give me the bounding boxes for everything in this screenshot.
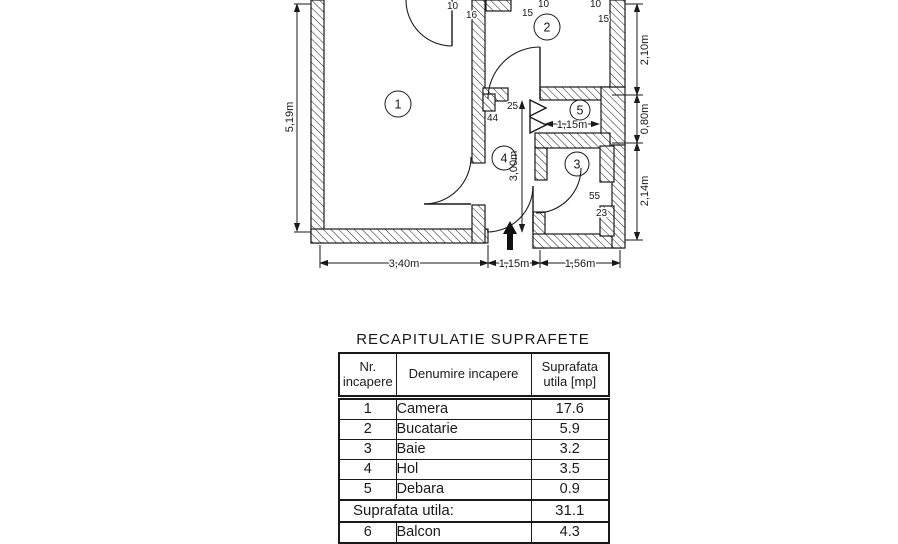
total-label: Suprafata utila: [338, 499, 532, 523]
folding-door-debara-1 [529, 98, 548, 118]
wall-mark: 55 [589, 191, 601, 202]
wall-right-lower [611, 144, 626, 249]
header-suprafata: Suprafata utila [mp] [530, 352, 610, 400]
table-row: 3 Baie 3.2 [338, 439, 610, 460]
dimension-label: 3,00m [508, 151, 520, 182]
table-header-row: Nr. incapere Denumire incapere Suprafata… [338, 352, 610, 400]
wall-mark: 15 [598, 14, 610, 25]
dimension-label: 1,15m [557, 119, 588, 131]
table-row: 1 Camera 17.6 [338, 397, 610, 420]
door-arc-room1-hall [423, 156, 472, 205]
wall-mark: 44 [487, 113, 499, 124]
wall-mark: 16 [466, 10, 478, 21]
wall-mark: 23 [596, 208, 608, 219]
floor-plan-drawing: 5,19m 3,40m 1,15m 1,56m 2,10m 0,80m 2,14… [283, 0, 653, 272]
doors [405, 0, 582, 233]
wall-mark: 25 [507, 101, 519, 112]
room-circle [569, 99, 591, 121]
dimension-label: 1,15m [499, 258, 530, 270]
wall-mark: 10 [447, 1, 459, 12]
cell-area: 4.3 [530, 521, 610, 544]
table-row: 4 Hol 3.5 [338, 459, 610, 480]
dimension-lines: 5,19m 3,40m 1,15m 1,56m 2,10m 0,80m 2,14… [283, 3, 653, 272]
wall-thickness-marks: 10 16 15 10 10 15 25 44 55 23 [446, 0, 612, 221]
door-arc-room1-top [405, 0, 453, 47]
room-number: 1 [395, 98, 402, 112]
surface-recap-table: Nr. incapere Denumire incapere Suprafata… [338, 352, 610, 544]
walls [310, 0, 626, 249]
wall-mark: 10 [590, 0, 602, 10]
cell-area: 3.2 [530, 439, 610, 460]
cell-area: 5.9 [530, 419, 610, 440]
cell-area: 0.9 [530, 479, 610, 501]
entrance-arrow-icon [503, 221, 517, 250]
wall-room2-bottom-step [482, 93, 496, 112]
room-number-badges: 1 2 3 4 5 [384, 13, 591, 177]
cell-nr: 1 [338, 397, 397, 420]
cell-nr: 5 [338, 479, 397, 501]
wall-middle [471, 0, 486, 164]
room-number: 2 [544, 21, 551, 35]
dimension-label: 2,14m [639, 176, 651, 207]
header-nr-incapere: Nr. incapere [338, 352, 397, 400]
wall-baie-pier-lower [599, 205, 615, 237]
cell-area: 3.5 [530, 459, 610, 480]
table-title: RECAPITULATIE SUPRAFETE [356, 331, 590, 348]
door-arc-bucatarie [487, 46, 541, 100]
wall-room2-bottom-right [539, 86, 611, 101]
header-line: Suprafata [541, 358, 598, 374]
wall-mark: 10 [538, 0, 550, 10]
cell-area: 17.6 [530, 397, 610, 420]
wall-baie-pier-upper [599, 145, 615, 183]
dimension-label: 5,19m [284, 102, 296, 133]
total-row: Suprafata utila: 31.1 [338, 499, 610, 523]
wall-middle-lower-stub [471, 204, 486, 244]
dimension-label: 0,80m [639, 104, 651, 135]
dimension-label: 3,40m [389, 258, 420, 270]
cell-nr: 2 [338, 419, 397, 440]
wall-baie-left-upper [534, 147, 548, 181]
table-row-balcon: 6 Balcon 4.3 [338, 521, 610, 544]
dimension-label: 1,56m [565, 258, 596, 270]
scanned-floor-plan-page: 5,19m 3,40m 1,15m 1,56m 2,10m 0,80m 2,14… [283, 0, 653, 544]
table-row: 5 Debara 0.9 [338, 479, 610, 501]
cell-nr: 3 [338, 439, 397, 460]
room-circle [564, 151, 590, 177]
wall-right-upper [609, 0, 626, 88]
total-value: 31.1 [530, 499, 610, 523]
wall-left [310, 0, 325, 244]
header-line: incapere [342, 373, 393, 389]
dimension-label: 2,10m [639, 35, 651, 66]
room-circle [384, 90, 412, 118]
folding-door-debara-2 [529, 115, 548, 135]
table-row: 2 Bucatarie 5.9 [338, 419, 610, 440]
wall-room1-bottom [310, 228, 489, 244]
room-number: 3 [574, 158, 581, 172]
cell-name: Camera [395, 397, 532, 420]
cell-nr: 6 [338, 521, 397, 544]
room-circle [491, 145, 517, 171]
wall-top-stub [485, 0, 512, 12]
cell-name: Hol [395, 459, 532, 480]
header-denumire: Denumire incapere [395, 352, 532, 400]
header-line: Nr. [359, 358, 377, 374]
cell-name: Debara [395, 479, 532, 501]
cell-name: Baie [395, 439, 532, 460]
door-arc-baie [535, 167, 582, 214]
room-number: 4 [501, 152, 508, 166]
header-line: utila [mp] [543, 373, 597, 389]
room-number: 5 [577, 104, 584, 118]
room-circle [533, 13, 561, 41]
wall-mark: 15 [522, 8, 534, 19]
cell-name: Balcon [395, 521, 532, 544]
wall-debara-bottom [534, 132, 611, 149]
cell-nr: 4 [338, 459, 397, 480]
cell-name: Bucatarie [395, 419, 532, 440]
